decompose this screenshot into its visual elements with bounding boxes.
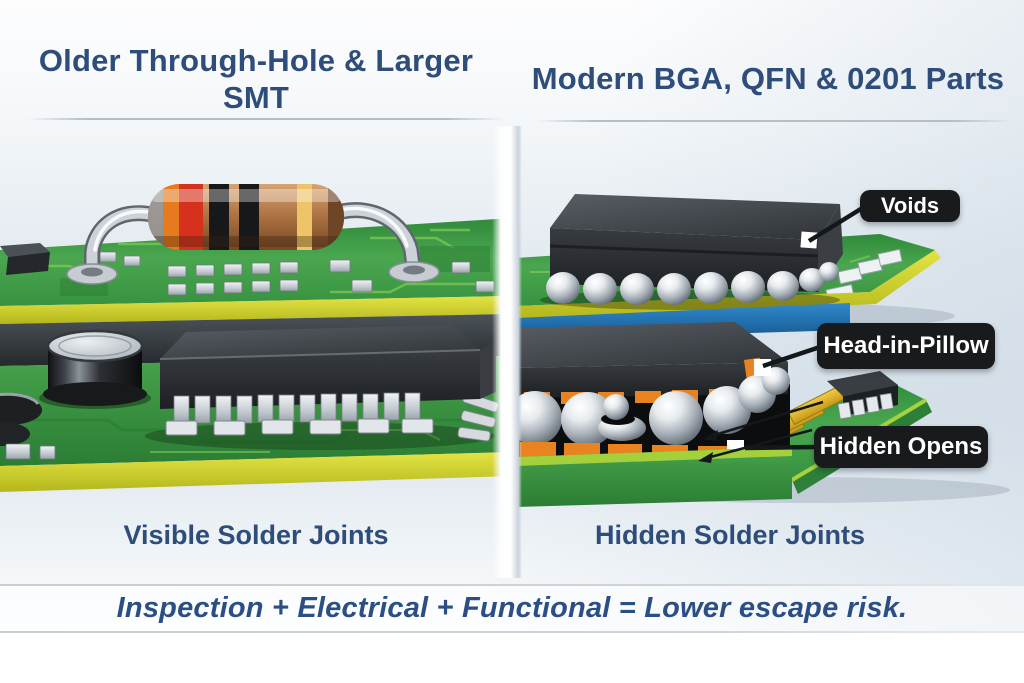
panel-divider [492,126,522,578]
callout-leader-lines [702,205,866,461]
left-panel-title: Older Through-Hole & Larger SMT [38,43,474,115]
defect-label-hidden-opens: Hidden Opens [814,426,988,468]
footer-rule-top [0,584,1024,586]
hip-defect-ball [598,394,646,441]
qfn-chip [827,371,898,420]
left-title-underline [28,118,504,120]
bga-chip [540,194,843,310]
through-hole-resistor [66,184,440,285]
bottom-margin [0,633,1024,683]
left-panel-caption: Visible Solder Joints [123,520,389,550]
defect-marker-head-in-pillow [754,359,771,376]
bga-solder-balls [546,262,839,305]
annotation-arrowheads [698,430,718,463]
bga-cross-section [508,303,850,507]
right-panel-caption: Hidden Solder Joints [594,520,866,550]
right-panel-title: Modern BGA, QFN & 0201 Parts [531,61,1005,96]
footer-rule-bottom [0,631,1024,633]
electrolytic-capacitor [39,329,151,409]
defect-label-voids: Voids [860,190,960,222]
soic-ic [145,325,499,450]
right-title-underline [536,120,1012,122]
through-hole-pad [66,261,440,285]
defect-label-head-in-pillow: Head-in-Pillow [817,323,995,369]
footer-banner: Inspection + Electrical + Functional = L… [0,586,1024,631]
left-upper-board [0,218,512,324]
footer-formula: Inspection + Electrical + Functional = L… [116,592,908,624]
